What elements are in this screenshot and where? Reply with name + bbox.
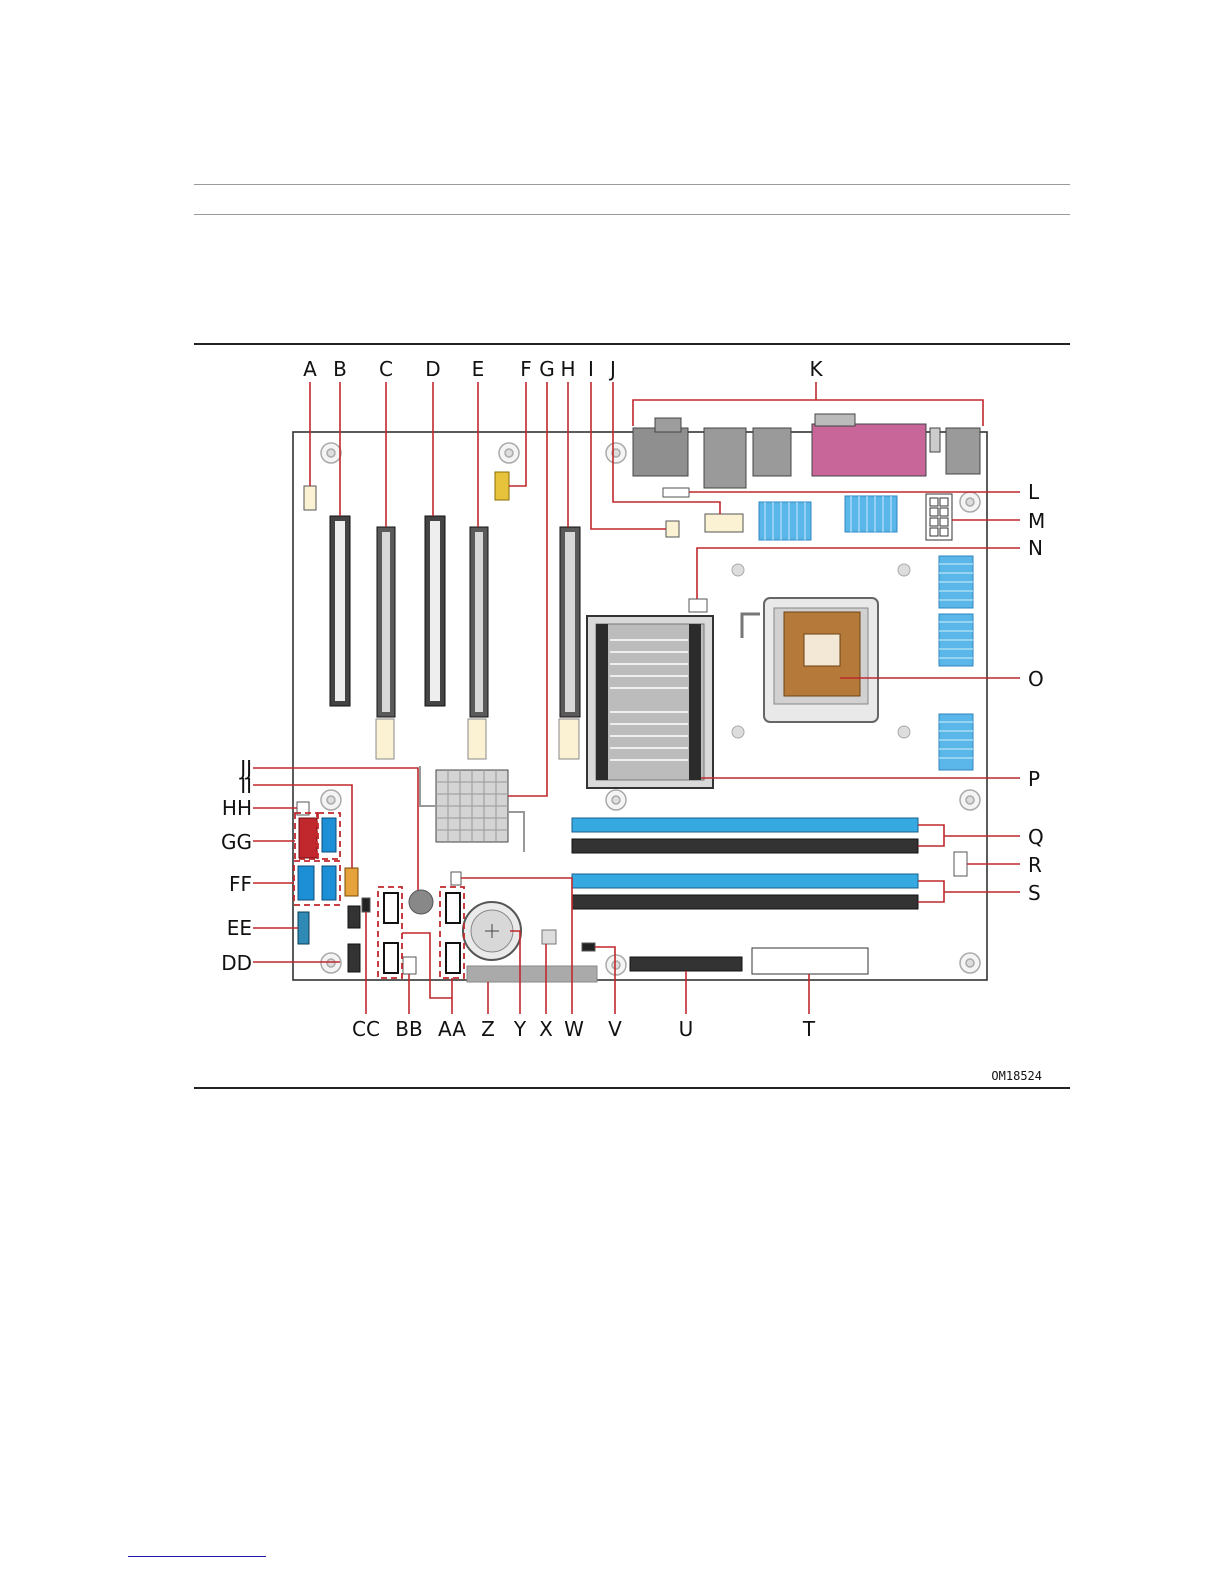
parallel-port <box>812 424 926 476</box>
callout-label-s: S <box>1028 881 1041 905</box>
callout-label-a: A <box>303 357 317 381</box>
mch-heatsink <box>587 616 713 788</box>
callout-label-b: B <box>333 357 347 381</box>
callout-label-n: N <box>1028 536 1043 560</box>
callout-label-y: Y <box>513 1017 527 1041</box>
callout-label-r: R <box>1028 853 1042 877</box>
callout-label-f: F <box>520 357 532 381</box>
callout-label-i: I <box>588 357 594 381</box>
callout-label-bb: BB <box>395 1017 422 1041</box>
callout-label-u: U <box>679 1017 694 1041</box>
usb-header <box>495 472 509 500</box>
ide-connector <box>630 957 742 971</box>
callout-label-p: P <box>1028 767 1040 791</box>
figure-code: OM18524 <box>991 1069 1042 1083</box>
callout-label-g: G <box>539 357 555 381</box>
footer-link-underline <box>128 1556 266 1557</box>
callout-label-x: X <box>539 1017 553 1041</box>
callout-label-ee: EE <box>227 916 252 940</box>
callout-label-aa: AA <box>438 1017 466 1041</box>
callout-label-t: T <box>802 1017 816 1041</box>
callout-label-ff: FF <box>229 872 252 896</box>
callout-labels-bottom: T U V W X Y Z AA BB CC <box>352 1017 816 1041</box>
main-power-connector <box>752 948 868 974</box>
callout-label-q: Q <box>1028 825 1044 849</box>
callout-labels-right: L M N O P Q R S <box>1028 480 1045 905</box>
callout-label-c: C <box>379 357 393 381</box>
callout-label-d: D <box>425 357 440 381</box>
callout-label-hh: HH <box>222 796 252 820</box>
callout-label-dd: DD <box>221 951 252 975</box>
callout-labels-top: A B C D E F G H I J K <box>303 357 823 381</box>
callout-label-gg: GG <box>221 830 252 854</box>
pci-slot-bottom <box>467 966 597 982</box>
callout-label-cc: CC <box>352 1017 380 1041</box>
atx12v-connector <box>926 494 952 540</box>
callout-label-k: K <box>809 357 823 381</box>
callout-label-l: L <box>1028 480 1040 504</box>
callout-label-w: W <box>564 1017 584 1041</box>
callout-label-o: O <box>1028 667 1044 691</box>
callout-label-v: V <box>608 1017 622 1041</box>
speaker <box>409 890 433 914</box>
callout-label-e: E <box>472 357 485 381</box>
callout-label-j: J <box>608 357 616 381</box>
callout-label-h: H <box>560 357 575 381</box>
callout-label-jj: JJ <box>238 756 252 780</box>
callout-label-m: M <box>1028 509 1045 533</box>
callout-labels-left: DD EE FF GG HH II JJ <box>221 756 252 975</box>
callout-label-z: Z <box>481 1017 495 1041</box>
